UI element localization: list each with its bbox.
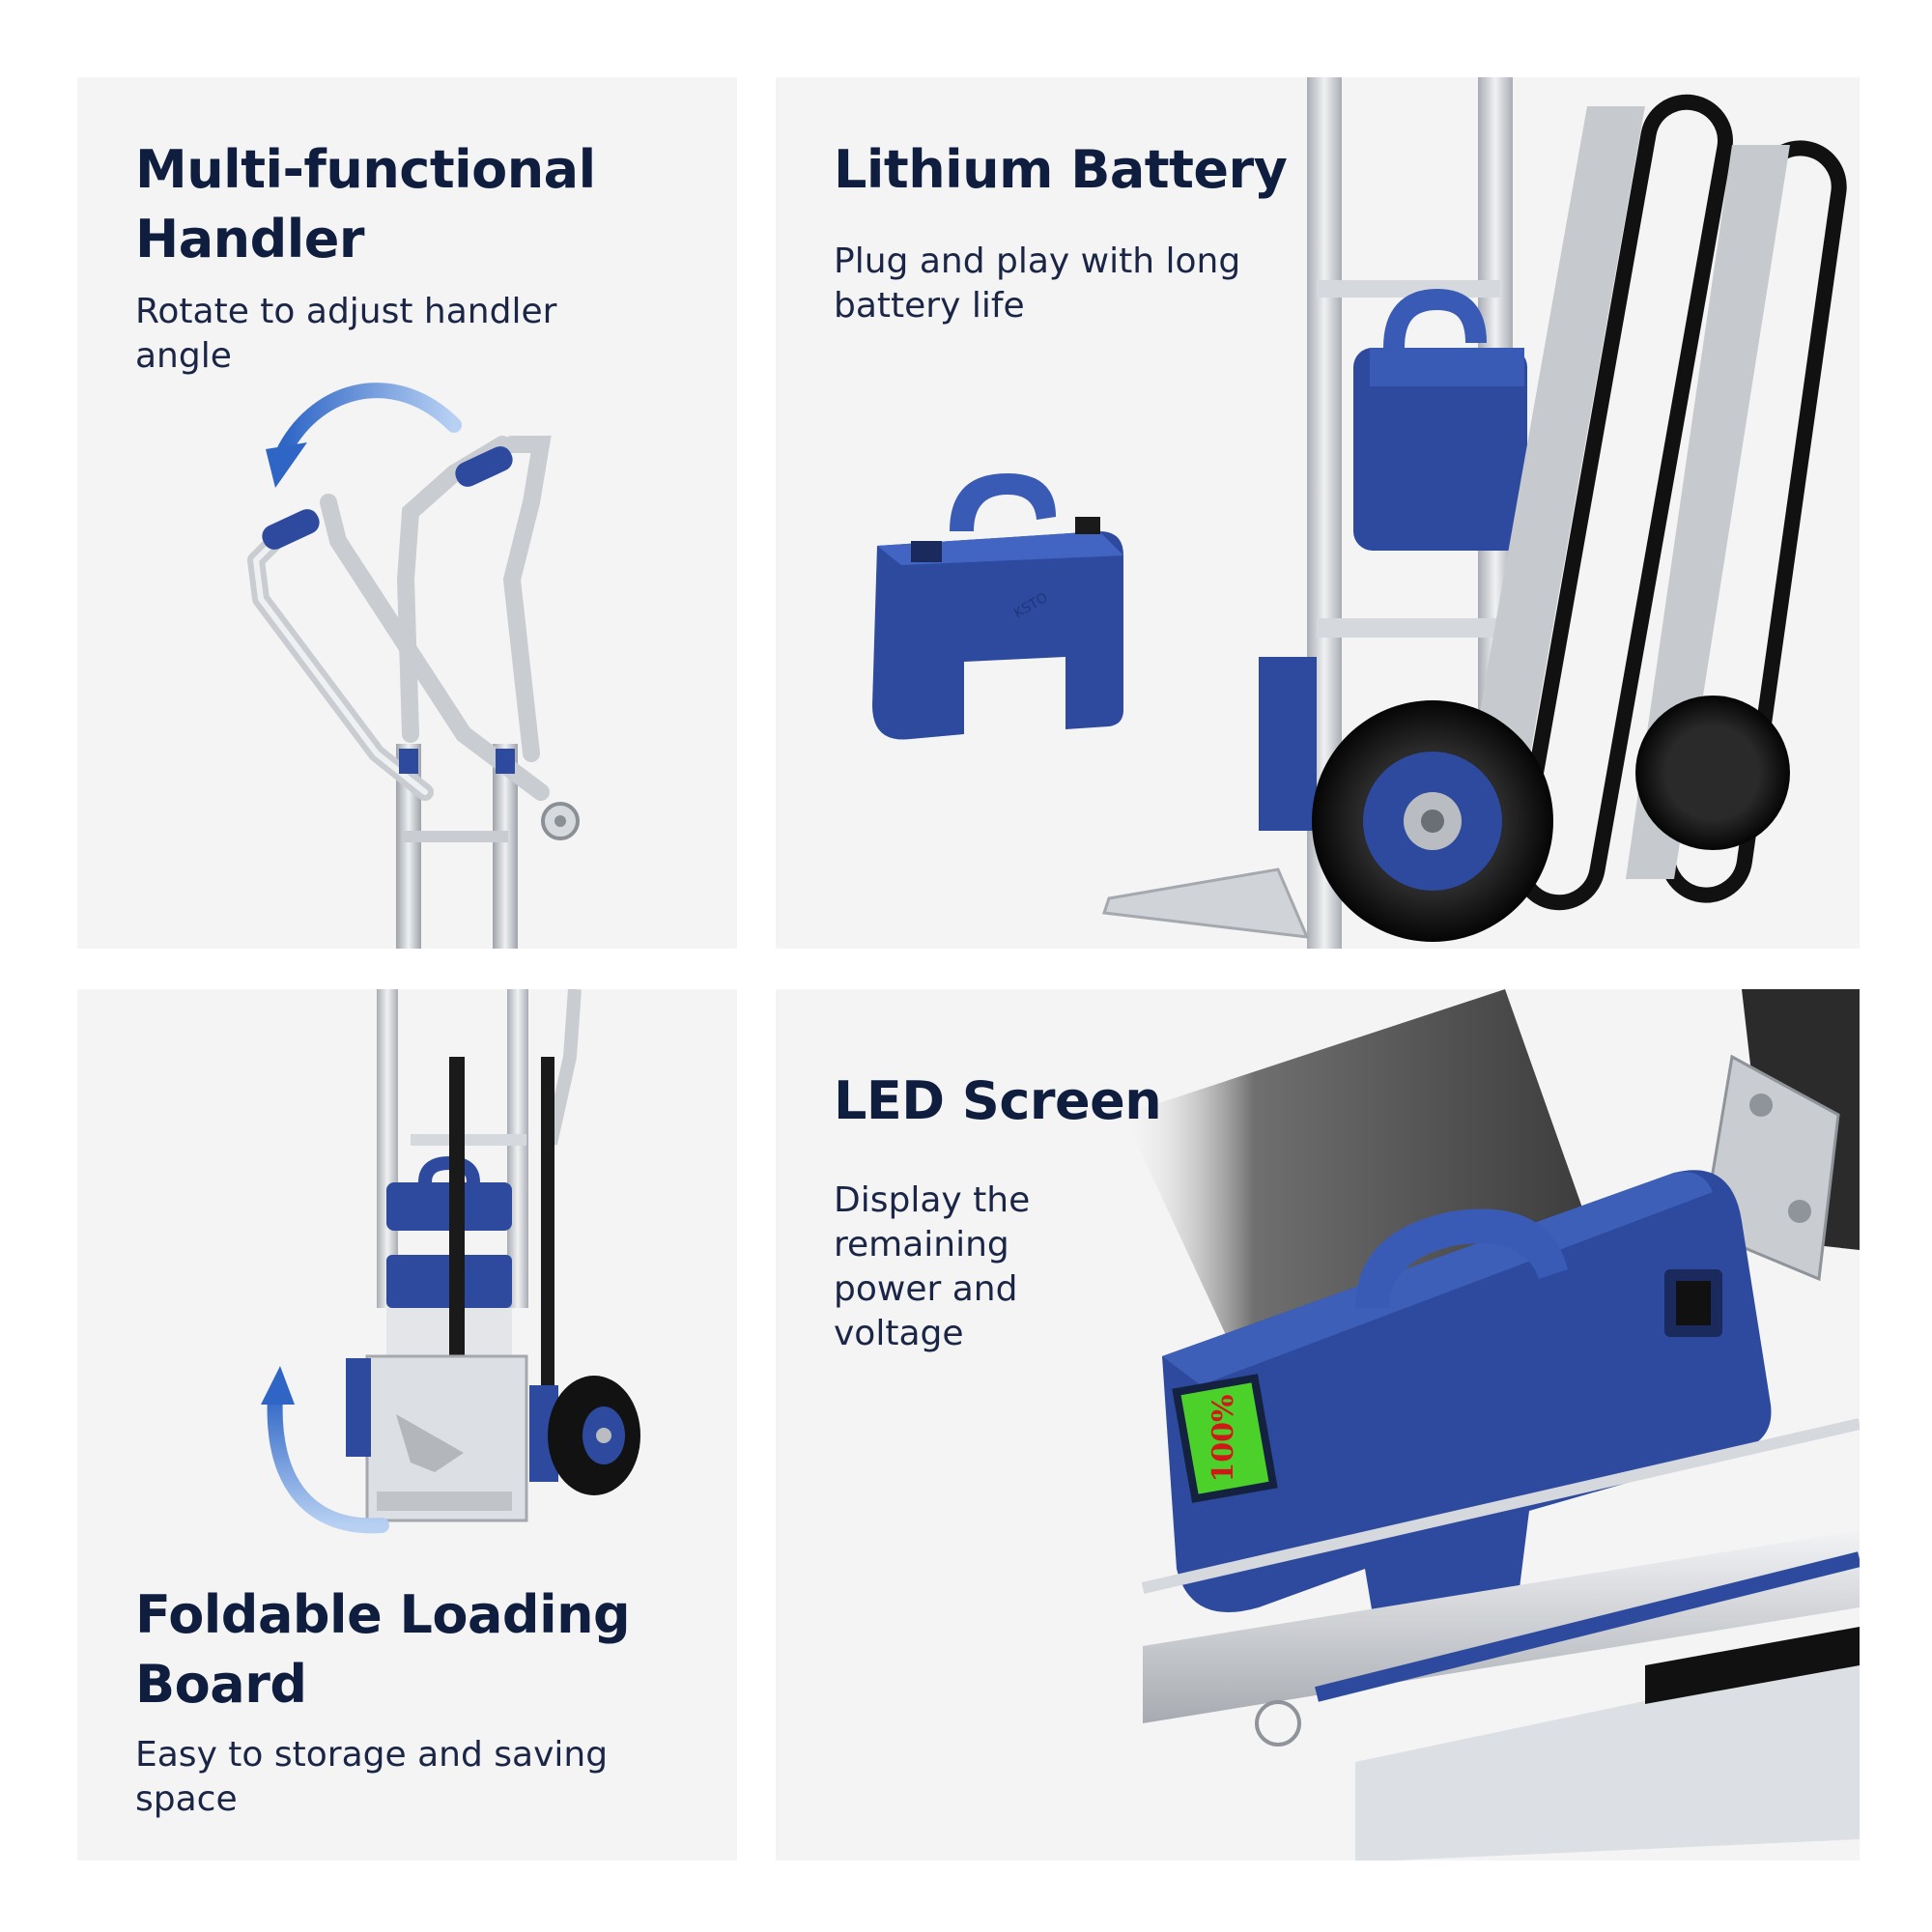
handler-title: Multi-functional Handler bbox=[135, 135, 596, 274]
board-desc-line2: space bbox=[135, 1779, 238, 1819]
led-description: Display the remaining power and voltage bbox=[834, 1179, 1030, 1356]
led-screen-illustration-icon: 100% bbox=[1123, 989, 1860, 1861]
battery-pack-icon: KSTO bbox=[872, 473, 1123, 740]
battery-title: Lithium Battery bbox=[834, 139, 1288, 200]
battery-illustration-icon: KSTO bbox=[872, 77, 1847, 949]
battery-desc-line2: battery life bbox=[834, 286, 1025, 326]
fold-up-arrow-icon bbox=[261, 1366, 389, 1534]
panel-led-screen: 100% LED Screen Display the remaining po… bbox=[776, 989, 1860, 1861]
handler-description: Rotate to adjust handler angle bbox=[135, 290, 556, 379]
led-desc-line1: Display the bbox=[834, 1180, 1031, 1220]
led-desc-line4: voltage bbox=[834, 1314, 964, 1353]
handler-illustration-icon bbox=[247, 383, 580, 949]
led-display-icon: 100% bbox=[1172, 1374, 1278, 1503]
handler-title-line1: Multi-functional bbox=[135, 139, 596, 200]
loading-board-illustration-icon bbox=[261, 989, 640, 1534]
board-title: Foldable Loading Board bbox=[135, 1580, 631, 1719]
rotate-arrow-icon bbox=[266, 383, 462, 488]
led-screen-value: 100% bbox=[1207, 1394, 1240, 1482]
handler-desc-line2: angle bbox=[135, 336, 232, 376]
panel-foldable-loading-board: Foldable Loading Board Easy to storage a… bbox=[77, 989, 737, 1861]
led-desc-line3: power and bbox=[834, 1269, 1018, 1309]
handler-title-line2: Handler bbox=[135, 209, 365, 270]
board-title-line2: Board bbox=[135, 1654, 307, 1715]
panel-lithium-battery: Lithium Battery Plug and play with long … bbox=[776, 77, 1860, 949]
board-desc-line1: Easy to storage and saving bbox=[135, 1735, 609, 1775]
led-title: LED Screen bbox=[834, 1070, 1162, 1131]
handler-desc-line1: Rotate to adjust handler bbox=[135, 292, 557, 331]
panel-multi-functional-handler: Multi-functional Handler Rotate to adjus… bbox=[77, 77, 737, 949]
led-desc-line2: remaining bbox=[834, 1225, 1009, 1264]
board-description: Easy to storage and saving space bbox=[135, 1733, 608, 1822]
battery-desc-line1: Plug and play with long bbox=[834, 242, 1241, 281]
battery-description: Plug and play with long battery life bbox=[834, 240, 1240, 328]
board-title-line1: Foldable Loading bbox=[135, 1584, 631, 1645]
